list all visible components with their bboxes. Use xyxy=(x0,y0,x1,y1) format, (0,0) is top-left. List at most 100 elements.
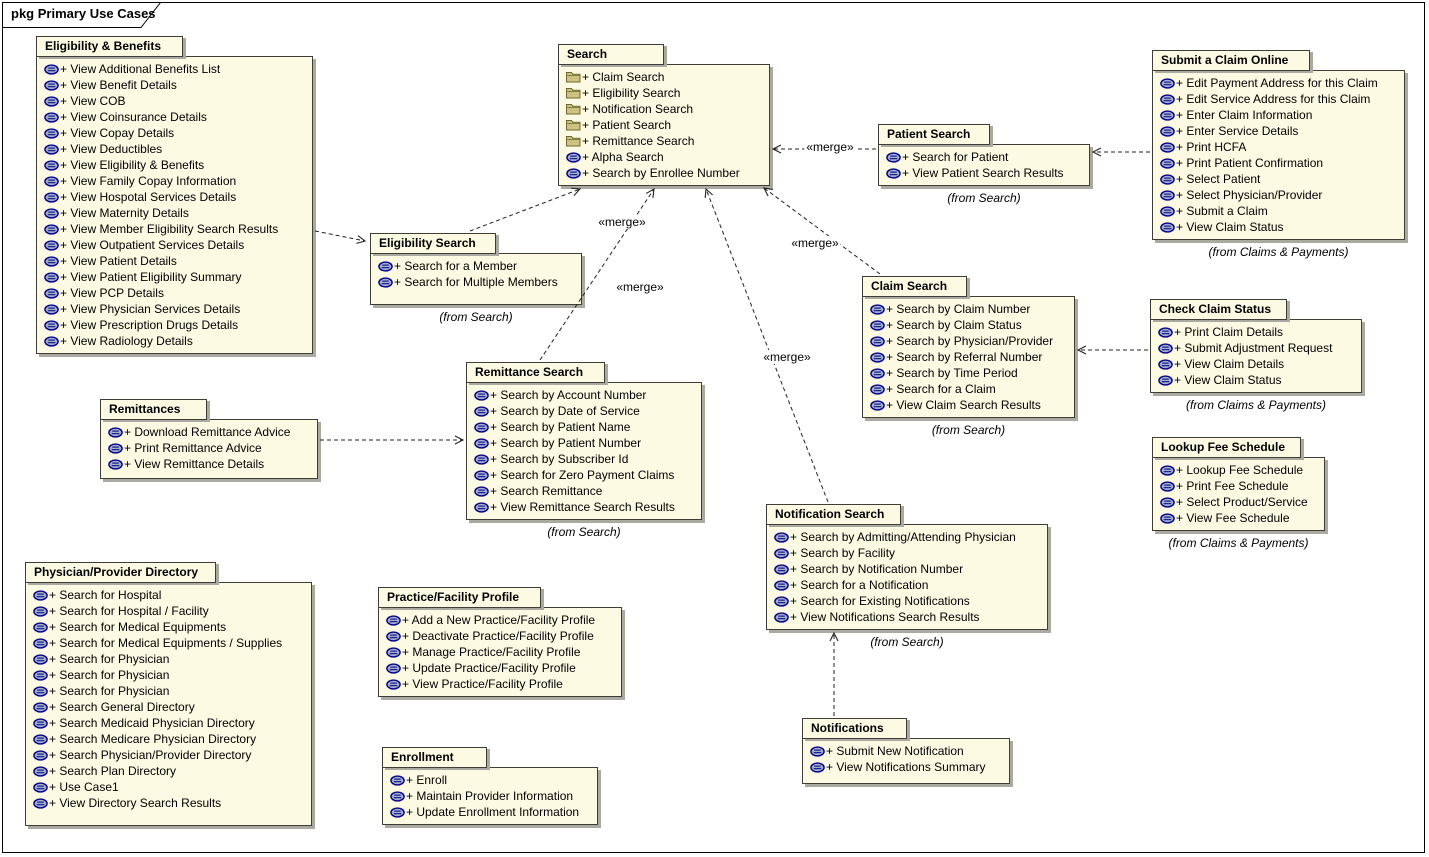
package-tab-eligibility-search[interactable]: Eligibility Search xyxy=(370,233,496,254)
use-case-item[interactable]: + View Additional Benefits List xyxy=(44,61,308,77)
use-case-item[interactable]: + Print Fee Schedule xyxy=(1160,478,1320,494)
use-case-item[interactable]: + Manage Practice/Facility Profile xyxy=(386,644,617,660)
use-case-item[interactable]: + Alpha Search xyxy=(566,149,765,165)
use-case-item[interactable]: + Add a New Practice/Facility Profile xyxy=(386,612,617,628)
package-tab-remittances[interactable]: Remittances xyxy=(100,399,207,420)
use-case-item[interactable]: + Search by Admitting/Attending Physicia… xyxy=(774,529,1043,545)
use-case-item[interactable]: + Submit a Claim xyxy=(1160,203,1400,219)
package-physician-provider-directory[interactable]: Physician/Provider Directory + Search for… xyxy=(25,562,312,826)
use-case-item[interactable]: + Search by Patient Name xyxy=(474,419,697,435)
use-case-item[interactable]: + Search for a Member xyxy=(378,258,577,274)
use-case-item[interactable]: + Search for Physician xyxy=(33,683,307,699)
use-case-item[interactable]: + Search for a Claim xyxy=(870,381,1070,397)
use-case-item[interactable]: + View Claim Status xyxy=(1160,219,1400,235)
use-case-item[interactable]: + Search for Physician xyxy=(33,667,307,683)
use-case-item[interactable]: + Search for Hospital / Facility xyxy=(33,603,307,619)
use-case-item[interactable]: + Enter Claim Information xyxy=(1160,107,1400,123)
use-case-item[interactable]: + Use Case1 xyxy=(33,779,307,795)
nested-package-item[interactable]: + Remittance Search xyxy=(566,133,765,149)
use-case-item[interactable]: + Lookup Fee Schedule xyxy=(1160,462,1320,478)
use-case-item[interactable]: + Search for Existing Notifications xyxy=(774,593,1043,609)
use-case-item[interactable]: + Search Medicaid Physician Directory xyxy=(33,715,307,731)
use-case-item[interactable]: + Search by Claim Status xyxy=(870,317,1070,333)
use-case-item[interactable]: + Print Patient Confirmation xyxy=(1160,155,1400,171)
nested-package-item[interactable]: + Notification Search xyxy=(566,101,765,117)
use-case-item[interactable]: + Submit New Notification xyxy=(810,743,1005,759)
use-case-item[interactable]: + Search Physician/Provider Directory xyxy=(33,747,307,763)
use-case-item[interactable]: + View Patient Details xyxy=(44,253,308,269)
use-case-item[interactable]: + View Family Copay Information xyxy=(44,173,308,189)
use-case-item[interactable]: + View Eligibility & Benefits xyxy=(44,157,308,173)
use-case-item[interactable]: + View Benefit Details xyxy=(44,77,308,93)
use-case-item[interactable]: + View Patient Search Results xyxy=(886,165,1085,181)
package-tab-submit-claim-online[interactable]: Submit a Claim Online xyxy=(1152,50,1310,71)
use-case-item[interactable]: + View Claim Status xyxy=(1158,372,1357,388)
use-case-item[interactable]: + Search for Physician xyxy=(33,651,307,667)
use-case-item[interactable]: + Maintain Provider Information xyxy=(390,788,593,804)
use-case-item[interactable]: + Select Physician/Provider xyxy=(1160,187,1400,203)
package-search[interactable]: Search+ Claim Search+ Eligibility Search… xyxy=(558,44,770,186)
use-case-item[interactable]: + Select Patient xyxy=(1160,171,1400,187)
use-case-item[interactable]: + View Claim Details xyxy=(1158,356,1357,372)
use-case-item[interactable]: + Search by Referral Number xyxy=(870,349,1070,365)
use-case-item[interactable]: + Print Claim Details xyxy=(1158,324,1357,340)
use-case-item[interactable]: + View Notifications Search Results xyxy=(774,609,1043,625)
package-eligibility-search[interactable]: Eligibility Search + Search for a Member+… xyxy=(370,233,582,305)
use-case-item[interactable]: + View Prescription Drugs Details xyxy=(44,317,308,333)
use-case-item[interactable]: + View Coinsurance Details xyxy=(44,109,308,125)
use-case-item[interactable]: + View Notifications Summary xyxy=(810,759,1005,775)
package-tab-physician-provider-directory[interactable]: Physician/Provider Directory xyxy=(25,562,216,583)
nested-package-item[interactable]: + Claim Search xyxy=(566,69,765,85)
package-submit-claim-online[interactable]: Submit a Claim Online + Edit Payment Addr… xyxy=(1152,50,1405,240)
use-case-item[interactable]: + Search for Multiple Members xyxy=(378,274,577,290)
use-case-item[interactable]: + View Fee Schedule xyxy=(1160,510,1320,526)
use-case-item[interactable]: + Search by Date of Service xyxy=(474,403,697,419)
package-tab-claim-search[interactable]: Claim Search xyxy=(862,276,967,297)
use-case-item[interactable]: + Search for Patient xyxy=(886,149,1085,165)
package-tab-enrollment[interactable]: Enrollment xyxy=(382,747,487,768)
use-case-item[interactable]: + Search by Facility xyxy=(774,545,1043,561)
nested-package-item[interactable]: + Patient Search xyxy=(566,117,765,133)
use-case-item[interactable]: + View Radiology Details xyxy=(44,333,308,349)
use-case-item[interactable]: + Edit Payment Address for this Claim xyxy=(1160,75,1400,91)
use-case-item[interactable]: + View PCP Details xyxy=(44,285,308,301)
use-case-item[interactable]: + View Hospotal Services Details xyxy=(44,189,308,205)
use-case-item[interactable]: + View Directory Search Results xyxy=(33,795,307,811)
use-case-item[interactable]: + View Member Eligibility Search Results xyxy=(44,221,308,237)
use-case-item[interactable]: + Submit Adjustment Request xyxy=(1158,340,1357,356)
use-case-item[interactable]: + Search for Hospital xyxy=(33,587,307,603)
use-case-item[interactable]: + Search by Claim Number xyxy=(870,301,1070,317)
use-case-item[interactable]: + Search by Notification Number xyxy=(774,561,1043,577)
use-case-item[interactable]: + Search for Medical Equipments xyxy=(33,619,307,635)
use-case-item[interactable]: + View Outpatient Services Details xyxy=(44,237,308,253)
use-case-item[interactable]: + Edit Service Address for this Claim xyxy=(1160,91,1400,107)
use-case-item[interactable]: + View Deductibles xyxy=(44,141,308,157)
package-notification-search[interactable]: Notification Search + Search by Admitting… xyxy=(766,504,1048,630)
use-case-item[interactable]: + Search Remittance xyxy=(474,483,697,499)
nested-package-item[interactable]: + Eligibility Search xyxy=(566,85,765,101)
use-case-item[interactable]: + View Maternity Details xyxy=(44,205,308,221)
use-case-item[interactable]: + Enroll xyxy=(390,772,593,788)
use-case-item[interactable]: + Search by Subscriber Id xyxy=(474,451,697,467)
use-case-item[interactable]: + Search by Patient Number xyxy=(474,435,697,451)
use-case-item[interactable]: + Update Practice/Facility Profile xyxy=(386,660,617,676)
package-tab-remittance-search[interactable]: Remittance Search xyxy=(466,362,605,383)
use-case-item[interactable]: + Update Enrollment Information xyxy=(390,804,593,820)
use-case-item[interactable]: + View COB xyxy=(44,93,308,109)
use-case-item[interactable]: + Enter Service Details xyxy=(1160,123,1400,139)
use-case-item[interactable]: + Print Remittance Advice xyxy=(108,440,313,456)
use-case-item[interactable]: + Search by Account Number xyxy=(474,387,697,403)
use-case-item[interactable]: + Search by Enrollee Number xyxy=(566,165,765,181)
package-eligibility-benefits[interactable]: Eligibility & Benefits+ View Additional … xyxy=(36,36,313,354)
package-patient-search[interactable]: Patient Search + Search for Patient+ View… xyxy=(878,124,1090,186)
use-case-item[interactable]: + Search Medicare Physician Directory xyxy=(33,731,307,747)
package-tab-notification-search[interactable]: Notification Search xyxy=(766,504,901,525)
use-case-item[interactable]: + View Practice/Facility Profile xyxy=(386,676,617,692)
package-tab-patient-search[interactable]: Patient Search xyxy=(878,124,990,145)
use-case-item[interactable]: + Select Product/Service xyxy=(1160,494,1320,510)
use-case-item[interactable]: + View Remittance Details xyxy=(108,456,313,472)
use-case-item[interactable]: + Search by Physician/Provider xyxy=(870,333,1070,349)
use-case-item[interactable]: + View Physician Services Details xyxy=(44,301,308,317)
use-case-item[interactable]: + Deactivate Practice/Facility Profile xyxy=(386,628,617,644)
use-case-item[interactable]: + Search for a Notification xyxy=(774,577,1043,593)
